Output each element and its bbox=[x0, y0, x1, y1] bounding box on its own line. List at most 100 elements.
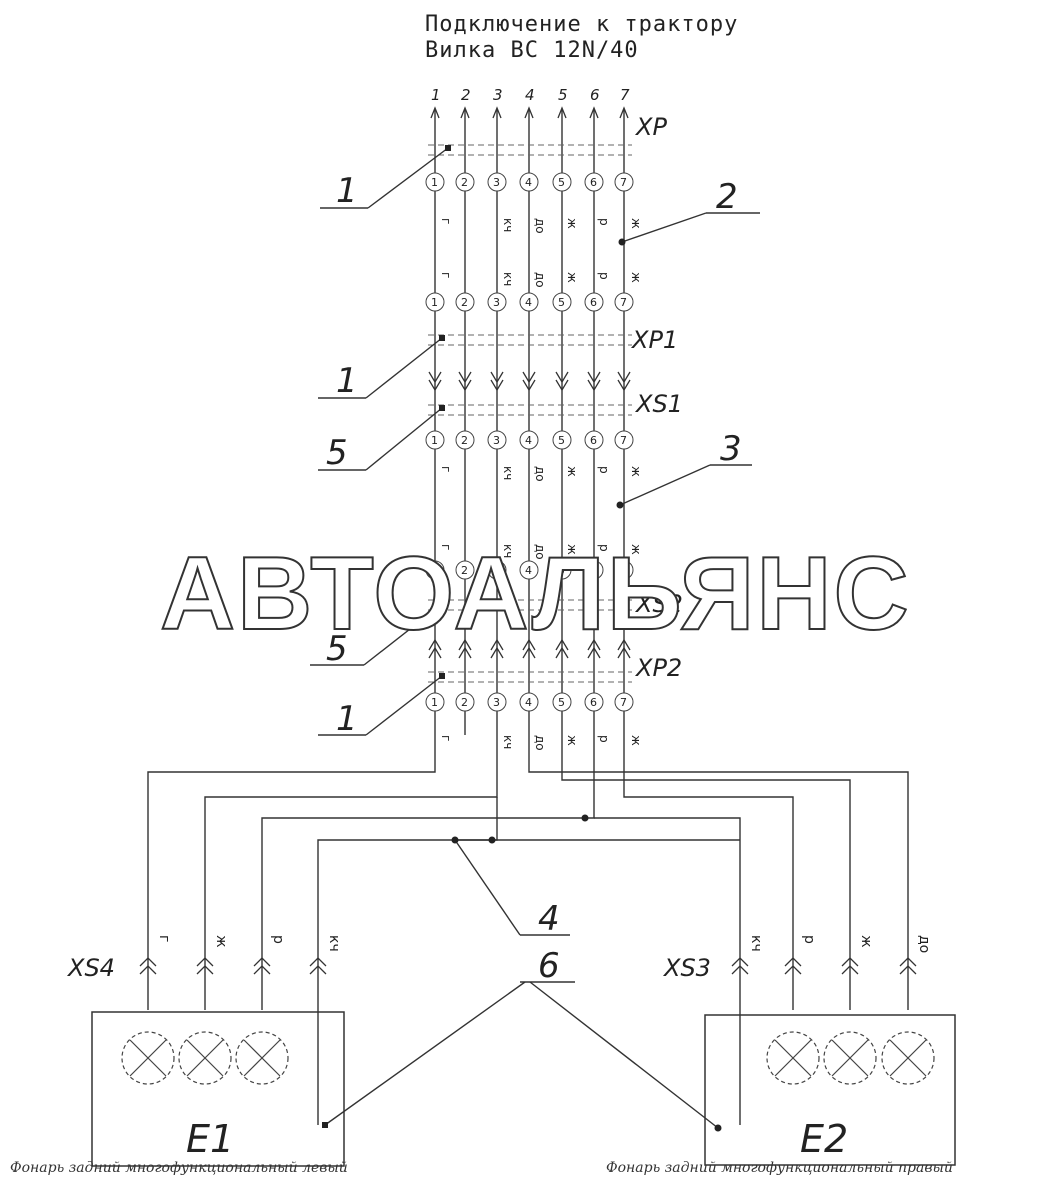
wire-code: ж bbox=[629, 735, 643, 746]
connector-arrow-down bbox=[587, 379, 601, 392]
lamp-bulb-cross bbox=[243, 1039, 281, 1077]
lamp-arrow bbox=[196, 957, 214, 967]
pin-circle-number: 7 bbox=[620, 176, 627, 189]
connector-arrow-down bbox=[490, 371, 504, 384]
pin-circle-number: 7 bbox=[620, 564, 627, 577]
lamp-arrow bbox=[784, 965, 802, 975]
callout-1-top: 1 bbox=[336, 171, 358, 211]
connector-arrow-down bbox=[522, 371, 536, 384]
wire-code: ж bbox=[565, 218, 579, 229]
pin-circle bbox=[614, 692, 634, 712]
pin-circle-number: 3 bbox=[493, 296, 500, 309]
connector-arrow-up bbox=[428, 638, 442, 651]
lamp-e1-label: E1 bbox=[186, 1117, 234, 1161]
top-pin-number: 1 bbox=[431, 86, 441, 104]
route-wire bbox=[528, 760, 909, 1010]
pin-circle-number: 4 bbox=[525, 296, 532, 309]
route-wire bbox=[317, 797, 498, 1125]
wire-code: ж bbox=[629, 218, 643, 229]
connector-arrow-down bbox=[617, 379, 631, 392]
wire-code: ж bbox=[629, 466, 643, 477]
connector-arrow-up bbox=[490, 646, 504, 659]
pin-circle bbox=[455, 692, 475, 712]
label-xp1: XP1 bbox=[630, 326, 678, 354]
pin-circle bbox=[425, 560, 445, 580]
pin-circle bbox=[455, 292, 475, 312]
lamp-wire-code: ж bbox=[213, 935, 229, 948]
pin-circle bbox=[519, 172, 539, 192]
pin-circle-number: 6 bbox=[590, 296, 597, 309]
lamp-bulb-cross bbox=[129, 1039, 167, 1077]
connector-arrow-up bbox=[458, 646, 472, 659]
pin-circle bbox=[425, 430, 445, 450]
callout-1-xp2: 1 bbox=[336, 699, 358, 739]
pin-circle bbox=[584, 430, 604, 450]
label-xs2: XS2 bbox=[634, 590, 683, 618]
pin-circle bbox=[552, 430, 572, 450]
pin-circle bbox=[614, 292, 634, 312]
lamp-e1-box bbox=[91, 1011, 345, 1167]
top-pin-number: 2 bbox=[461, 86, 471, 104]
pin-circle bbox=[455, 560, 475, 580]
wire-code: ж bbox=[565, 735, 579, 746]
label-xp: XP bbox=[634, 113, 667, 141]
connector-dashed-lines bbox=[428, 144, 632, 683]
wire-code: г bbox=[439, 735, 453, 741]
pin-circle-number: 2 bbox=[461, 434, 468, 447]
pin-circle-number: 3 bbox=[493, 564, 500, 577]
pin-circle-number: 7 bbox=[620, 434, 627, 447]
lamp-arrow bbox=[196, 965, 214, 975]
lamp-arrow bbox=[309, 965, 327, 975]
top-arrow bbox=[524, 106, 534, 119]
pin-circle-number: 5 bbox=[558, 564, 565, 577]
pin-circle bbox=[584, 292, 604, 312]
connector-arrow-down bbox=[458, 371, 472, 384]
lamp-arrow bbox=[731, 957, 749, 967]
lamp-bulb-cross bbox=[889, 1039, 927, 1077]
pin-circle bbox=[487, 560, 507, 580]
top-arrow bbox=[492, 106, 502, 119]
diagram-title-line1: Подключение к трактору bbox=[425, 12, 739, 37]
pin-circle bbox=[584, 692, 604, 712]
lamp-arrow bbox=[841, 965, 859, 975]
pin-circle-number: 4 bbox=[525, 696, 532, 709]
pin-circle bbox=[552, 172, 572, 192]
pin-circle bbox=[519, 292, 539, 312]
pin-circle-number: 3 bbox=[493, 176, 500, 189]
lamp-e2-label: E2 bbox=[800, 1117, 848, 1161]
callout-5-xs2: 5 bbox=[326, 629, 348, 669]
pin-circle-number: 6 bbox=[590, 696, 597, 709]
pin-circle bbox=[425, 172, 445, 192]
lamp-wire-code: кч bbox=[326, 935, 342, 952]
pin-circle-number: 1 bbox=[431, 176, 438, 189]
wire-code: ж bbox=[565, 466, 579, 477]
pin-circle-number: 2 bbox=[461, 296, 468, 309]
pin-circle bbox=[614, 172, 634, 192]
lamp-wire-code: г bbox=[156, 935, 172, 942]
callout-2: 2 bbox=[716, 177, 738, 217]
callout-3: 3 bbox=[720, 429, 742, 469]
route-wire bbox=[623, 760, 794, 1010]
top-pin-number: 7 bbox=[620, 86, 630, 104]
lamp-arrow bbox=[784, 957, 802, 967]
callout-6: 6 bbox=[538, 946, 560, 986]
pin-circle bbox=[425, 292, 445, 312]
lamp-bulb-cross bbox=[774, 1039, 812, 1077]
connector-arrow-down bbox=[522, 379, 536, 392]
pin-circle-number: 6 bbox=[590, 176, 597, 189]
wire-code: кч bbox=[501, 218, 515, 232]
pin-circle bbox=[519, 692, 539, 712]
wire-code: р bbox=[597, 272, 611, 280]
pin-circle bbox=[519, 430, 539, 450]
pin-circle-number: 7 bbox=[620, 296, 627, 309]
wire-code: до bbox=[533, 218, 547, 234]
callout-5-xs1: 5 bbox=[326, 433, 348, 473]
route-wire bbox=[594, 817, 741, 1125]
label-xp2: XP2 bbox=[634, 654, 682, 682]
route-wire bbox=[147, 760, 436, 1010]
wire-code: до bbox=[533, 735, 547, 751]
lamp-e2-caption: Фонарь задний многофункциональный правый bbox=[606, 1160, 953, 1176]
